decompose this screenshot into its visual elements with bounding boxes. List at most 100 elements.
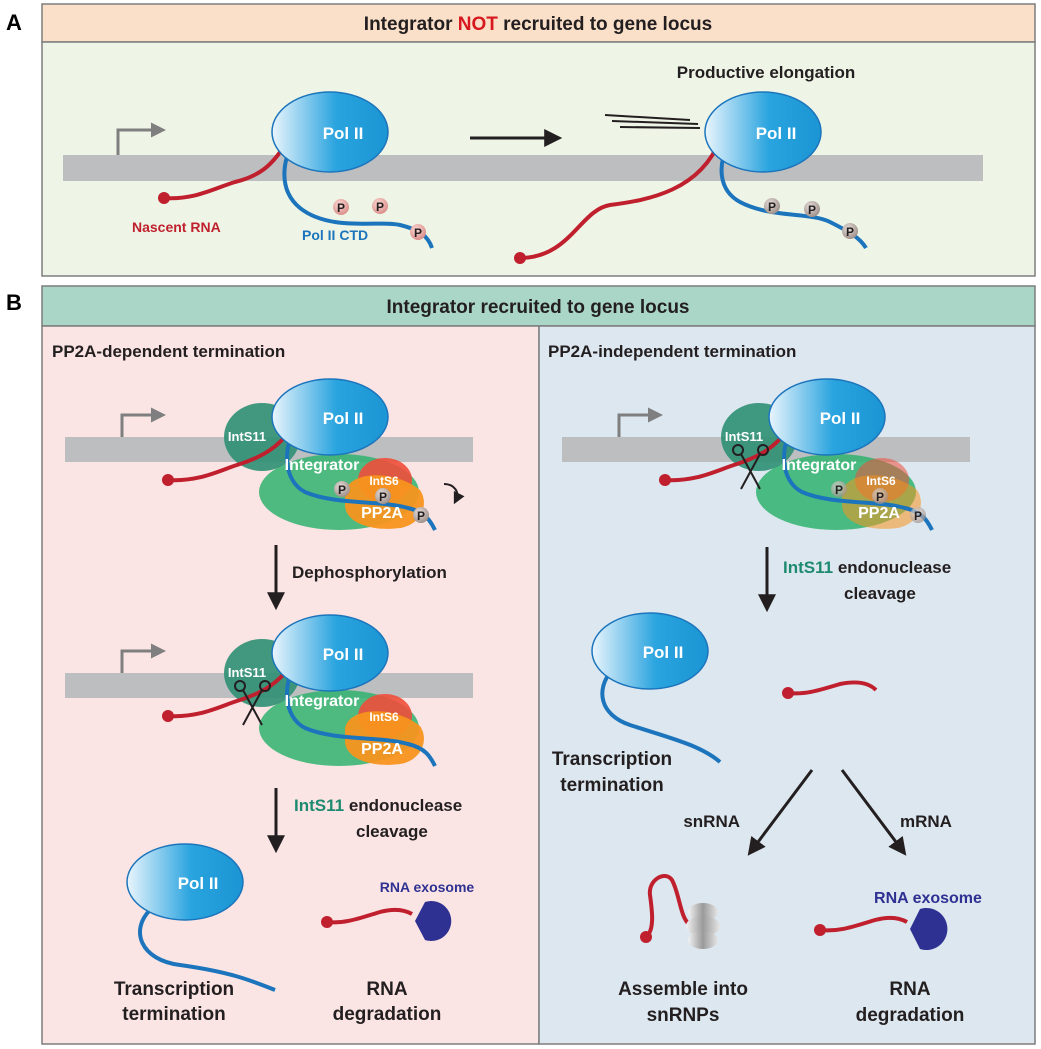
right-step1-highlight: IntS11 bbox=[783, 558, 833, 577]
rna-cap-b3 bbox=[321, 916, 333, 928]
promoter-arrow-b4 bbox=[617, 407, 663, 437]
phospho-dot bbox=[910, 507, 926, 523]
left-result1-line1: Transcription bbox=[114, 979, 234, 1000]
phospho-group-a2: P P P bbox=[764, 198, 858, 239]
phospho-dot bbox=[333, 199, 349, 215]
pol2-b5 bbox=[591, 612, 709, 690]
right-out1-line1: Assemble into bbox=[618, 979, 748, 1000]
ints6-label-b2: IntS6 bbox=[369, 710, 399, 724]
phospho-label: P bbox=[808, 203, 816, 217]
exosome-icon bbox=[415, 901, 452, 942]
right-step1-line1: IntS11 endonuclease bbox=[783, 558, 951, 577]
ints6-label-b1: IntS6 bbox=[369, 474, 399, 488]
right-result1-line2: termination bbox=[560, 775, 663, 796]
rna-cap-b7 bbox=[814, 924, 826, 936]
phospho-label: P bbox=[379, 490, 387, 504]
motion-lines bbox=[604, 114, 701, 129]
nascent-rna-b4 bbox=[664, 428, 789, 483]
rna-exosome-label-right: RNA exosome bbox=[874, 890, 982, 907]
phospho-dot bbox=[375, 488, 391, 504]
pp2a-b2 bbox=[345, 711, 424, 765]
phospho-group-b1: P P P bbox=[334, 481, 429, 523]
panel-b-header bbox=[41, 285, 1036, 327]
phospho-label: P bbox=[414, 226, 422, 240]
motion-line bbox=[604, 114, 691, 121]
left-result2-line1: RNA bbox=[366, 979, 407, 1000]
snrna-loop bbox=[644, 874, 692, 939]
exosome-icon bbox=[910, 908, 948, 950]
left-step2-highlight: IntS11 bbox=[294, 796, 344, 815]
phospho-label: P bbox=[338, 483, 346, 497]
phospho-dot bbox=[372, 198, 388, 214]
phospho-label: P bbox=[835, 483, 843, 497]
mrna-fragment bbox=[819, 915, 908, 933]
panel-a-header-prefix: Integrator bbox=[364, 14, 458, 35]
nascent-rna-a1 bbox=[163, 143, 287, 201]
pol2-label-b4: Pol II bbox=[820, 409, 861, 428]
scissors-icon bbox=[732, 444, 769, 490]
promoter-arrow-b1 bbox=[120, 407, 166, 437]
dna-strand-a bbox=[63, 155, 983, 181]
rna-cap-b6 bbox=[640, 931, 652, 943]
rna-cap-a1 bbox=[158, 192, 170, 204]
panel-a-header-text: Integrator NOT recruited to gene locus bbox=[364, 14, 712, 35]
right-out2-line2: degradation bbox=[856, 1005, 965, 1026]
pol2-ctd-label: Pol II CTD bbox=[302, 227, 368, 243]
phospho-group-a1: P P P bbox=[333, 198, 426, 240]
phospho-dot bbox=[410, 224, 426, 240]
rna-cap-b5 bbox=[782, 687, 794, 699]
phospho-label: P bbox=[376, 200, 384, 214]
pol2-b2 bbox=[271, 614, 389, 692]
integrator-label-b1: Integrator bbox=[285, 457, 360, 474]
phospho-dot bbox=[831, 481, 847, 497]
ints11-label-b4: IntS11 bbox=[725, 429, 763, 444]
left-step2-line1: IntS11 endonuclease bbox=[294, 796, 462, 815]
pp2a-label-b2: PP2A bbox=[361, 741, 403, 758]
pol2-b4 bbox=[768, 378, 886, 456]
rna-cap-b2 bbox=[162, 710, 174, 722]
branch-mrna-label: mRNA bbox=[900, 812, 952, 831]
pp2a-label-b1: PP2A bbox=[361, 505, 403, 522]
phospho-dot bbox=[872, 488, 888, 504]
cleaved-rna-b3 bbox=[326, 907, 413, 925]
nascent-rna-b2 bbox=[167, 664, 292, 719]
rna-exosome-label-left: RNA exosome bbox=[380, 879, 475, 895]
branch-arrow-snrna bbox=[747, 769, 814, 856]
panel-b-header-text: Integrator recruited to gene locus bbox=[387, 297, 690, 318]
dephosphorylation-label: Dephosphorylation bbox=[292, 563, 447, 582]
right-step1-line2: cleavage bbox=[844, 584, 916, 603]
rna-cap-b1 bbox=[162, 474, 174, 486]
pol2-b3 bbox=[126, 843, 244, 921]
pol2-a1 bbox=[271, 91, 389, 173]
panel-a-header-suffix: recruited to gene locus bbox=[498, 14, 712, 35]
right-out2-line1: RNA bbox=[889, 979, 930, 1000]
rna-cap-b4 bbox=[659, 474, 671, 486]
left-result2-line2: degradation bbox=[333, 1004, 442, 1025]
promoter-arrow-a bbox=[116, 122, 166, 155]
left-result1-line2: termination bbox=[122, 1004, 225, 1025]
ints11-label-b2: IntS11 bbox=[228, 665, 266, 680]
panel-a-letter: A bbox=[6, 10, 22, 35]
promoter-arrow-b2 bbox=[120, 643, 166, 673]
panel-a-header-highlight: NOT bbox=[458, 14, 499, 35]
phospho-label: P bbox=[914, 509, 922, 523]
cleaved-rna-b5 bbox=[787, 680, 878, 696]
pol2-label-b3: Pol II bbox=[178, 874, 219, 893]
left-step2-rest: endonuclease bbox=[344, 796, 462, 815]
phospho-label: P bbox=[876, 490, 884, 504]
nascent-rna-b1 bbox=[167, 428, 292, 483]
right-result1-line1: Transcription bbox=[552, 749, 672, 770]
phospho-dot bbox=[842, 223, 858, 239]
phospho-dot bbox=[334, 481, 350, 497]
ints11-label-b1: IntS11 bbox=[228, 429, 266, 444]
phospho-label: P bbox=[846, 225, 854, 239]
right-out1-line2: snRNPs bbox=[647, 1005, 720, 1026]
pol2-label-b2: Pol II bbox=[323, 645, 364, 664]
pol2-ctd-b3 bbox=[138, 908, 276, 992]
right-title: PP2A-independent termination bbox=[548, 342, 796, 361]
motion-line bbox=[611, 120, 699, 125]
ints6-label-b4: IntS6 bbox=[866, 474, 896, 488]
pp2a-label-b4: PP2A bbox=[858, 505, 900, 522]
phospho-dot bbox=[764, 198, 780, 214]
